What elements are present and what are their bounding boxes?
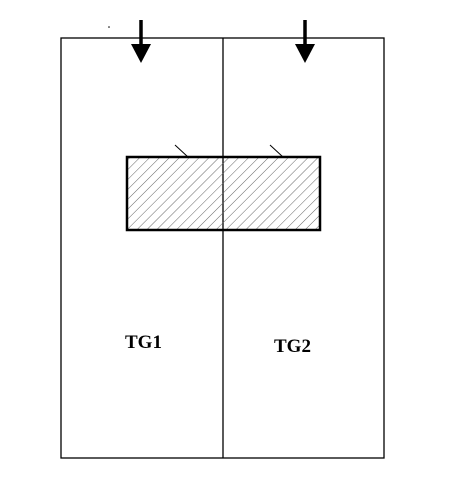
stray-dot — [108, 26, 110, 28]
region-label-tg1: TG1 — [125, 332, 162, 353]
region-label-tg2: TG2 — [274, 336, 311, 357]
leader-tick-left — [174, 144, 189, 158]
load-arrow-right-icon — [295, 20, 315, 63]
load-arrow-left-icon — [131, 20, 151, 63]
leader-tick-right — [269, 144, 284, 158]
hatched-block — [125, 155, 322, 232]
